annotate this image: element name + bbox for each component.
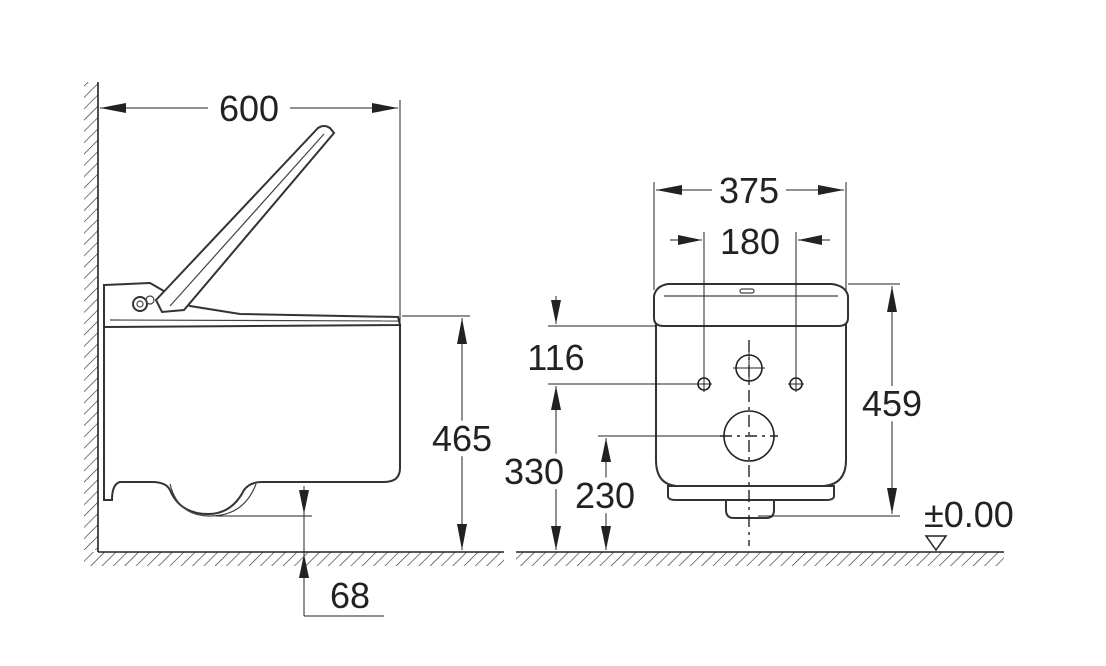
dimension-180: 180 xyxy=(670,221,830,384)
dimension-600: 600 xyxy=(100,88,401,325)
floor-hatch-right xyxy=(516,552,1004,566)
arrowhead xyxy=(551,300,561,324)
arrowhead xyxy=(551,526,561,550)
dimension-label-180: 180 xyxy=(720,221,780,262)
seat-edge xyxy=(109,319,399,322)
arrowhead xyxy=(887,488,897,514)
arrowhead xyxy=(457,318,467,344)
arrowhead xyxy=(551,386,561,410)
arrowhead xyxy=(299,554,309,578)
lid-side xyxy=(154,125,336,314)
arrowhead xyxy=(372,103,398,113)
dimension-label-465: 465 xyxy=(432,418,492,459)
seat-button-icon xyxy=(739,288,755,294)
seat-side xyxy=(103,281,402,329)
arrowhead xyxy=(818,185,844,195)
outlet-stub xyxy=(725,499,775,519)
floor-level-label: ±0.00 xyxy=(924,494,1014,535)
front-view: 375 180 116 330 xyxy=(499,170,1014,566)
arrowhead xyxy=(678,235,702,245)
hinge-icon xyxy=(132,296,148,312)
level-triangle-icon xyxy=(924,535,948,552)
arrowhead xyxy=(656,185,682,195)
hinge-inner xyxy=(136,300,144,308)
dimension-459: 459 xyxy=(758,283,927,517)
bowl-base-front xyxy=(667,485,835,501)
floor-level-marker: ±0.00 xyxy=(924,494,1014,552)
arrowhead xyxy=(798,235,822,245)
arrowhead xyxy=(601,438,611,462)
dimension-230: 230 xyxy=(570,435,722,550)
lid-edge xyxy=(169,133,325,307)
dimension-label-116: 116 xyxy=(527,337,584,378)
dimension-68: 68 xyxy=(216,486,384,617)
dimension-label-330: 330 xyxy=(504,451,564,492)
arrowhead xyxy=(457,524,467,550)
dimension-label-600: 600 xyxy=(219,88,279,129)
hinge-pin xyxy=(145,295,155,305)
dimension-label-375: 375 xyxy=(719,170,779,211)
arrowhead xyxy=(887,286,897,312)
arrowhead xyxy=(299,490,309,514)
wall-hatch xyxy=(84,82,98,550)
dimension-465: 465 xyxy=(402,315,497,550)
side-view: 600 465 68 xyxy=(84,82,504,617)
bowl-underside xyxy=(169,483,257,517)
dimension-375: 375 xyxy=(653,170,847,290)
dimension-330: 330 xyxy=(499,386,569,550)
seat-front xyxy=(653,283,849,327)
floor-hatch-left xyxy=(84,552,504,566)
dimension-label-459: 459 xyxy=(862,383,922,424)
dimension-label-230: 230 xyxy=(575,475,635,516)
arrowhead xyxy=(100,103,126,113)
arrowhead xyxy=(601,526,611,550)
dimension-116: 116 xyxy=(527,296,700,385)
dimension-label-68: 68 xyxy=(330,575,370,616)
toilet-body-side xyxy=(103,324,401,516)
